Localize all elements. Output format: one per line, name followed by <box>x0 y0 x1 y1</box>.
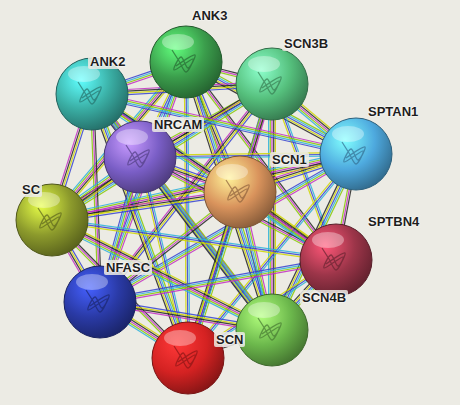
edge-strand <box>124 71 152 80</box>
edge-strand <box>128 324 157 342</box>
interaction-edge <box>124 71 153 85</box>
interaction-edge <box>341 188 351 226</box>
edge-strand <box>342 188 349 225</box>
edge-strand <box>129 322 158 340</box>
interaction-edge <box>267 209 310 242</box>
node-label: ANK3 <box>190 8 229 23</box>
edge-strand <box>62 127 81 186</box>
protein-node: SCN4B <box>235 293 309 367</box>
edge-strand <box>87 225 302 255</box>
node-label: SCN4B <box>300 290 348 305</box>
node-label: SCN1 <box>270 152 309 167</box>
edge-strand <box>86 227 301 257</box>
edge-strand <box>271 209 310 237</box>
node-sphere <box>203 155 277 229</box>
edge-strand <box>86 196 205 214</box>
interaction-edge <box>146 191 181 325</box>
edge-strand <box>134 265 301 295</box>
edge-strand <box>135 305 238 322</box>
edge-strand <box>267 215 306 243</box>
edge-strand <box>85 233 242 312</box>
edge-strand <box>87 200 206 218</box>
edge-strand <box>135 267 302 297</box>
protein-node: NFASC <box>63 265 137 339</box>
edge-strand <box>268 214 307 242</box>
edge-strand <box>65 128 84 187</box>
node-sphere <box>319 117 393 191</box>
interaction-edge <box>219 69 238 77</box>
interaction-edge <box>297 104 332 134</box>
protein-node: SCN <box>151 321 225 395</box>
interaction-edge <box>60 127 84 188</box>
protein-node: SCN1 <box>203 155 277 229</box>
edge-strand <box>344 189 351 226</box>
edge-strand <box>60 127 79 186</box>
interaction-edge <box>86 195 206 218</box>
edge-strand <box>341 188 348 225</box>
edge-strand <box>67 251 80 273</box>
edge-strand <box>270 211 309 239</box>
edge-strand <box>86 195 205 213</box>
edge-strand <box>247 226 263 296</box>
edge-strand <box>134 264 301 294</box>
edge-strand <box>298 108 328 133</box>
edge-strand <box>130 321 159 339</box>
node-label: SPTAN1 <box>366 104 420 119</box>
edge-strand <box>87 223 302 253</box>
edge-strand <box>81 179 112 201</box>
interaction-edge <box>134 264 302 299</box>
edge-strand <box>84 234 241 313</box>
protein-node: NRCAM <box>103 120 177 194</box>
node-label: ANK2 <box>88 54 127 69</box>
protein-node: SPTBN4 <box>299 223 373 297</box>
edge-strand <box>297 109 327 134</box>
edge-strand <box>148 191 180 324</box>
node-sphere <box>299 223 373 297</box>
edge-strand <box>80 177 111 199</box>
node-sphere <box>63 265 137 339</box>
node-label: SPTBN4 <box>366 214 421 229</box>
node-sphere <box>235 47 309 121</box>
protein-node: SPTAN1 <box>319 117 393 191</box>
node-label: SCN <box>214 332 245 347</box>
edge-strand <box>269 212 308 240</box>
protein-node: SC <box>15 183 89 257</box>
interaction-edge <box>245 226 266 297</box>
node-sphere <box>235 293 309 367</box>
node-label: SC <box>20 182 42 197</box>
edge-strand <box>69 251 82 273</box>
interaction-edge <box>78 175 113 203</box>
edge-strand <box>146 191 178 324</box>
node-label: NFASC <box>104 260 152 275</box>
protein-node: SCN3B <box>235 47 309 121</box>
protein-node: ANK2 <box>55 57 129 131</box>
node-sphere <box>149 25 223 99</box>
edge-strand <box>125 72 153 81</box>
edge-strand <box>245 227 261 297</box>
edge-strand <box>79 176 110 198</box>
edge-strand <box>219 72 237 77</box>
edge-strand <box>135 307 238 324</box>
node-label: SCN3B <box>282 36 330 51</box>
edge-strand <box>78 175 109 197</box>
node-label: NRCAM <box>152 117 204 132</box>
edge-strand <box>300 105 330 130</box>
edge-strand <box>87 198 206 216</box>
edge-strand <box>299 106 329 131</box>
edge-strand <box>249 226 265 296</box>
interaction-edge <box>128 318 161 342</box>
protein-node: ANK3 <box>149 25 223 99</box>
edge-strand <box>63 128 82 187</box>
